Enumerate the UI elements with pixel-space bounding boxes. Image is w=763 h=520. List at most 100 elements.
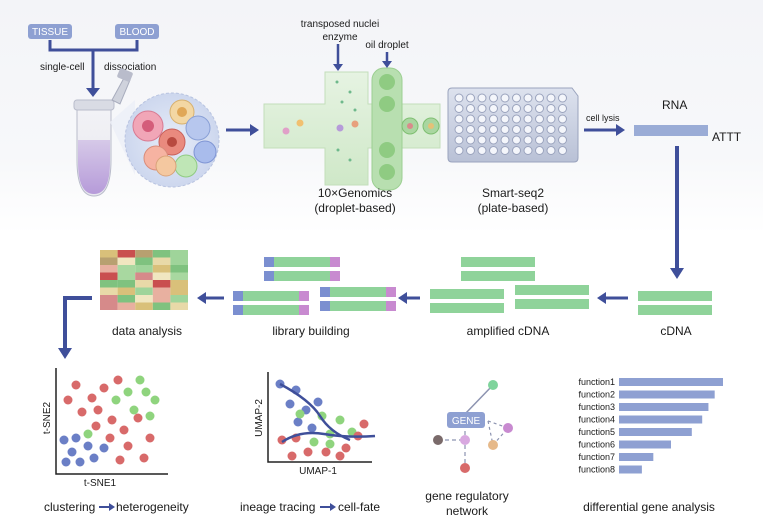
heatmap-cell bbox=[170, 250, 188, 258]
tsne-point bbox=[145, 411, 155, 421]
umap-point bbox=[321, 447, 331, 457]
insert-green bbox=[330, 301, 386, 311]
heatmap-cell bbox=[135, 257, 153, 265]
cdna-label: cDNA bbox=[660, 324, 691, 338]
plate-well bbox=[500, 114, 510, 124]
tsne-point bbox=[113, 375, 123, 385]
differential-bar-chart: function1function2function3function4func… bbox=[578, 377, 723, 475]
plate-well bbox=[535, 146, 544, 155]
heatmap-cell bbox=[117, 287, 136, 295]
umap-point bbox=[309, 437, 319, 447]
clustering-label: clustering bbox=[44, 500, 95, 514]
bar-label: function3 bbox=[578, 402, 615, 412]
plate-well bbox=[535, 135, 544, 145]
heatmap-cell bbox=[170, 265, 188, 273]
plate-well bbox=[500, 135, 510, 145]
bar bbox=[619, 415, 703, 424]
bar bbox=[619, 440, 671, 449]
plate-well bbox=[489, 125, 498, 134]
tsne-point bbox=[61, 457, 71, 467]
cdna-strand-2 bbox=[638, 305, 712, 315]
bar bbox=[619, 465, 642, 474]
plate-well bbox=[489, 146, 498, 155]
tsne-point bbox=[93, 405, 103, 415]
tsne-point bbox=[89, 453, 99, 463]
heatmap-cell bbox=[135, 302, 153, 310]
heatmap-cell bbox=[135, 280, 153, 288]
insert-green bbox=[330, 287, 386, 297]
cell-cluster-icon bbox=[110, 92, 220, 188]
tsne-point bbox=[139, 453, 149, 463]
heatmap-cell bbox=[152, 280, 171, 288]
plate-well bbox=[454, 125, 464, 134]
tsne-point bbox=[63, 395, 73, 405]
heatmap-cell bbox=[170, 295, 188, 303]
rna-label: RNA bbox=[662, 98, 687, 112]
umap-point bbox=[325, 439, 335, 449]
plate-well bbox=[466, 114, 475, 124]
heatmap-cell bbox=[117, 250, 136, 258]
insert-green bbox=[243, 291, 299, 301]
plate-well bbox=[466, 104, 475, 113]
oil-arrow-head bbox=[382, 61, 392, 68]
plate-well bbox=[466, 135, 475, 145]
bar bbox=[619, 453, 654, 461]
plate-well bbox=[500, 93, 510, 103]
library-strands bbox=[233, 257, 396, 315]
tsne-point bbox=[83, 429, 93, 439]
plate-well bbox=[558, 125, 567, 134]
plate-well bbox=[477, 104, 487, 113]
dissociation-label: dissociation bbox=[104, 62, 156, 73]
grn-label-1: gene regulatory bbox=[425, 489, 508, 503]
heatmap-cell bbox=[135, 287, 153, 295]
umap-point bbox=[295, 409, 305, 419]
lineage-label: ineage tracing bbox=[240, 500, 315, 514]
heatmap-cell bbox=[152, 302, 171, 310]
single-cell-label: single-cell bbox=[40, 62, 84, 73]
gene-node-label: GENE bbox=[452, 416, 481, 427]
transposed-label-1: transposed nuclei bbox=[301, 19, 379, 30]
arrow-to-clustering-head bbox=[58, 348, 72, 359]
plate-well bbox=[512, 93, 521, 103]
plate-well bbox=[454, 135, 464, 145]
plate-well bbox=[489, 104, 498, 113]
arrow-to-chip-head bbox=[250, 124, 259, 136]
tissue-label: TISSUE bbox=[32, 27, 68, 38]
heatmap-cell bbox=[100, 287, 118, 295]
heatmap-cell bbox=[117, 265, 136, 273]
heatmap-cell bbox=[170, 287, 188, 295]
adapter-blue bbox=[320, 287, 330, 297]
tsne-point bbox=[145, 433, 155, 443]
tsne-point bbox=[99, 383, 109, 393]
differential-label: differential gene analysis bbox=[583, 500, 715, 514]
tsne-point bbox=[111, 395, 121, 405]
plate-well bbox=[546, 93, 556, 103]
plate-well bbox=[489, 135, 498, 145]
heatmap-cell bbox=[100, 302, 118, 310]
plate-well bbox=[454, 146, 464, 155]
umap-point bbox=[293, 417, 303, 427]
adapter-blue bbox=[264, 257, 274, 267]
oil-droplet-label: oil droplet bbox=[365, 40, 409, 51]
tsne-point bbox=[87, 393, 97, 403]
bar-label: function6 bbox=[578, 440, 615, 450]
arrow-amplified-library-head bbox=[398, 292, 407, 304]
insert-green bbox=[243, 305, 299, 315]
genomics-label-1: 10×Genomics bbox=[318, 186, 392, 200]
tsne-point bbox=[133, 413, 143, 423]
plate-well bbox=[546, 114, 556, 124]
library-building-label: library building bbox=[272, 324, 349, 338]
heatmap-cell bbox=[135, 265, 153, 273]
plate-well bbox=[512, 114, 521, 124]
plate-well bbox=[546, 125, 556, 134]
heatmap-cell bbox=[117, 302, 136, 310]
plate-well bbox=[466, 93, 475, 103]
gene-network-icon: GENE bbox=[433, 380, 513, 473]
plate-well bbox=[512, 146, 521, 155]
heatmap-cell bbox=[135, 250, 153, 258]
plate-well bbox=[558, 114, 567, 124]
plate-well bbox=[512, 135, 521, 145]
heatmap-cell bbox=[100, 265, 118, 273]
plate-well bbox=[523, 114, 533, 124]
